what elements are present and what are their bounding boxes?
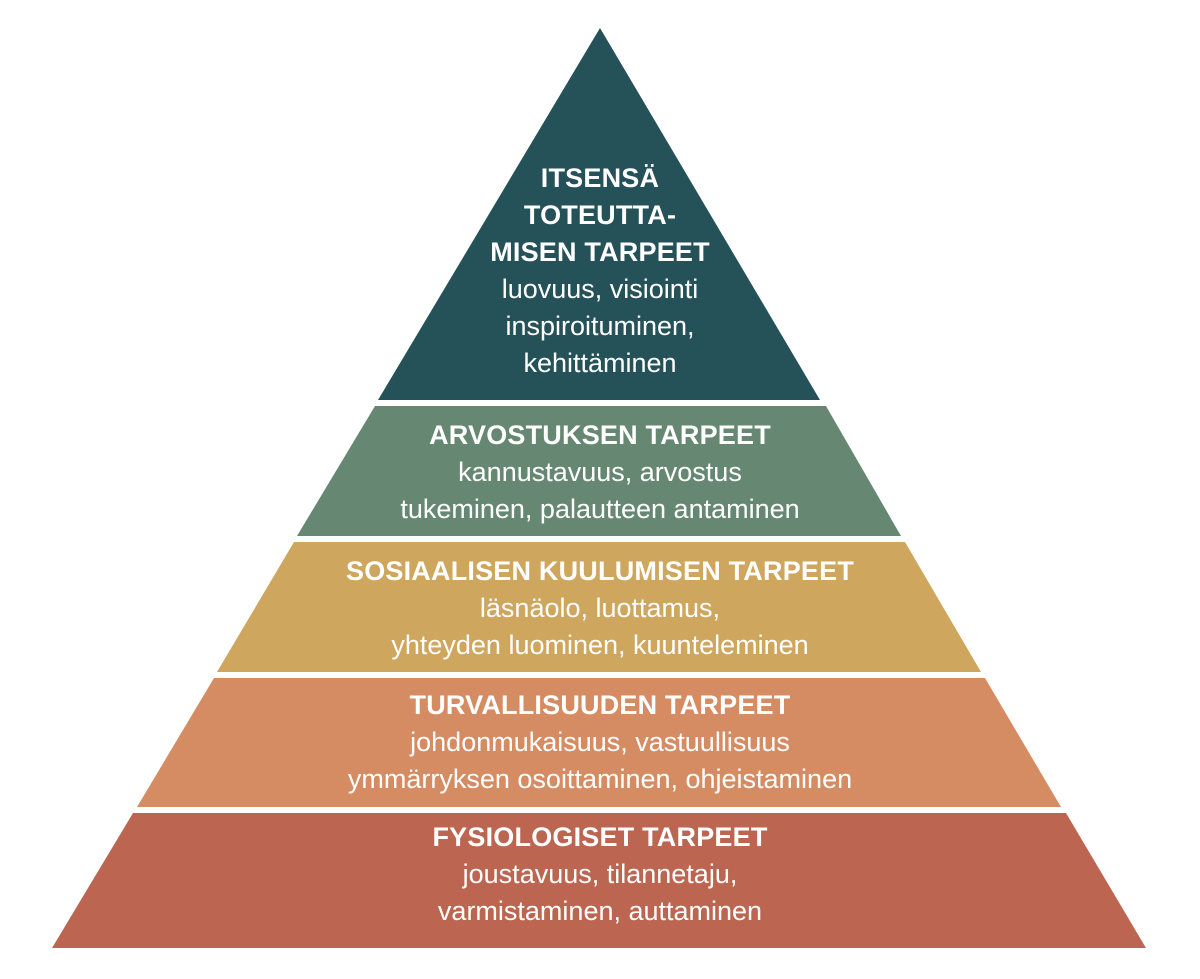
tier-title-line: MISEN TARPEET	[490, 237, 710, 267]
tier-title-line: TOTEUTTA-	[523, 200, 677, 230]
tier-polygon	[297, 406, 901, 536]
pyramid-tier-safety: TURVALLISUUDEN TARPEET johdonmukaisuus, …	[0, 678, 1200, 807]
tier-text-block: FYSIOLOGISET TARPEET joustavuus, tilanne…	[0, 819, 1200, 930]
tier-description-line: läsnäolo, luottamus,	[479, 593, 721, 623]
tier-description-line: tukeminen, palautteen antaminen	[400, 494, 800, 524]
tier-shape	[217, 542, 981, 672]
pyramid-tier-physiological: FYSIOLOGISET TARPEET joustavuus, tilanne…	[0, 813, 1200, 948]
tier-description-line: varmistaminen, auttaminen	[437, 896, 763, 926]
tier-title-line: SOSIAALISEN KUULUMISEN TARPEET	[345, 556, 855, 586]
tier-text-block: SOSIAALISEN KUULUMISEN TARPEET läsnäolo,…	[0, 553, 1200, 664]
tier-text-block: ARVOSTUKSEN TARPEET kannustavuus, arvost…	[0, 417, 1200, 528]
tier-shape	[378, 28, 820, 400]
tier-description-line: inspiroituminen,	[505, 311, 695, 341]
tier-description-line: kannustavuus, arvostus	[458, 457, 742, 487]
tier-description-line: yhteyden luominen, kuunteleminen	[391, 630, 809, 660]
pyramid-tier-self-actualization: ITSENSÄ TOTEUTTA- MISEN TARPEET luovuus,…	[0, 28, 1200, 400]
tier-description-line: kehittäminen	[523, 348, 677, 378]
tier-title-line: TURVALLISUUDEN TARPEET	[409, 690, 791, 720]
tier-shape	[297, 406, 901, 536]
tier-title-line: FYSIOLOGISET TARPEET	[432, 822, 768, 852]
pyramid-tier-esteem: ARVOSTUKSEN TARPEET kannustavuus, arvost…	[0, 406, 1200, 536]
tier-text-block: ITSENSÄ TOTEUTTA- MISEN TARPEET luovuus,…	[0, 160, 1200, 382]
tier-text-block: TURVALLISUUDEN TARPEET johdonmukaisuus, …	[0, 687, 1200, 798]
tier-description-line: joustavuus, tilannetaju,	[462, 859, 738, 889]
tier-polygon	[217, 542, 981, 672]
tier-polygon	[378, 28, 820, 400]
tier-title-line: ITSENSÄ	[540, 163, 660, 193]
tier-description-line: johdonmukaisuus, vastuullisuus	[410, 727, 790, 757]
tier-title-line: ARVOSTUKSEN TARPEET	[429, 420, 771, 450]
tier-shape	[137, 678, 1061, 807]
tier-polygon	[52, 813, 1146, 948]
pyramid-tier-belonging: SOSIAALISEN KUULUMISEN TARPEET läsnäolo,…	[0, 542, 1200, 672]
tier-polygon	[137, 678, 1061, 807]
tier-description-line: luovuus, visiointi	[501, 274, 699, 304]
tier-description-line: ymmärryksen osoittaminen, ohjeistaminen	[347, 764, 853, 794]
tier-shape	[52, 813, 1146, 948]
